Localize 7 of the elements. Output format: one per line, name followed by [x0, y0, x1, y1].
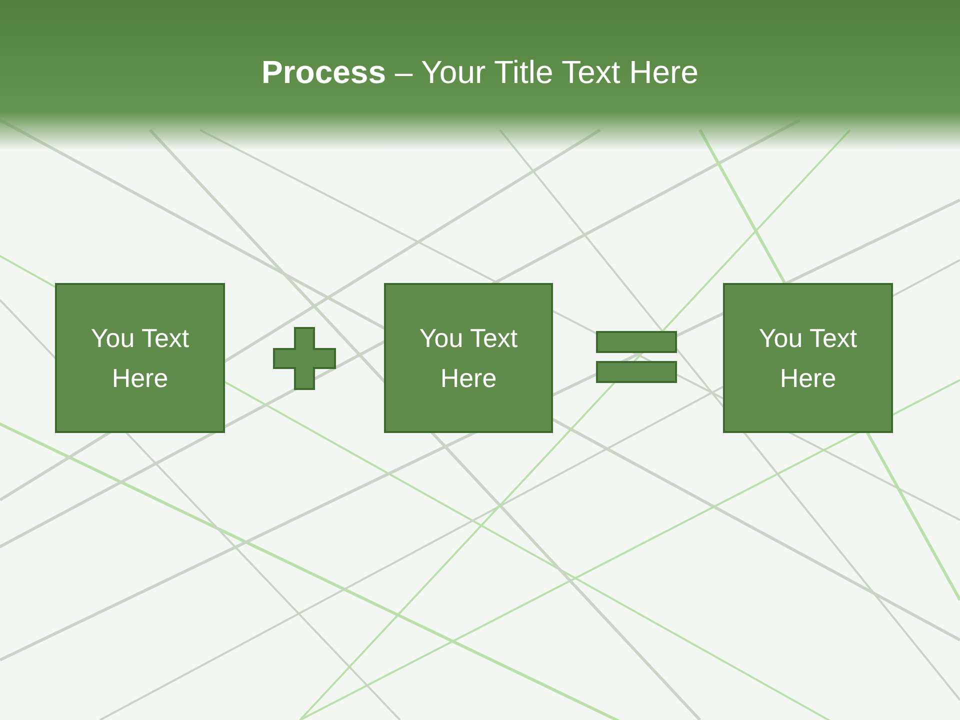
slide-title: Process – Your Title Text Here	[261, 54, 698, 91]
box-text: You Text Here	[758, 322, 858, 395]
text-box	[723, 283, 893, 433]
text-box	[384, 283, 553, 433]
text-box	[55, 283, 225, 433]
box-text: You Text Here	[418, 322, 519, 395]
box-text: You Text Here	[90, 322, 190, 395]
